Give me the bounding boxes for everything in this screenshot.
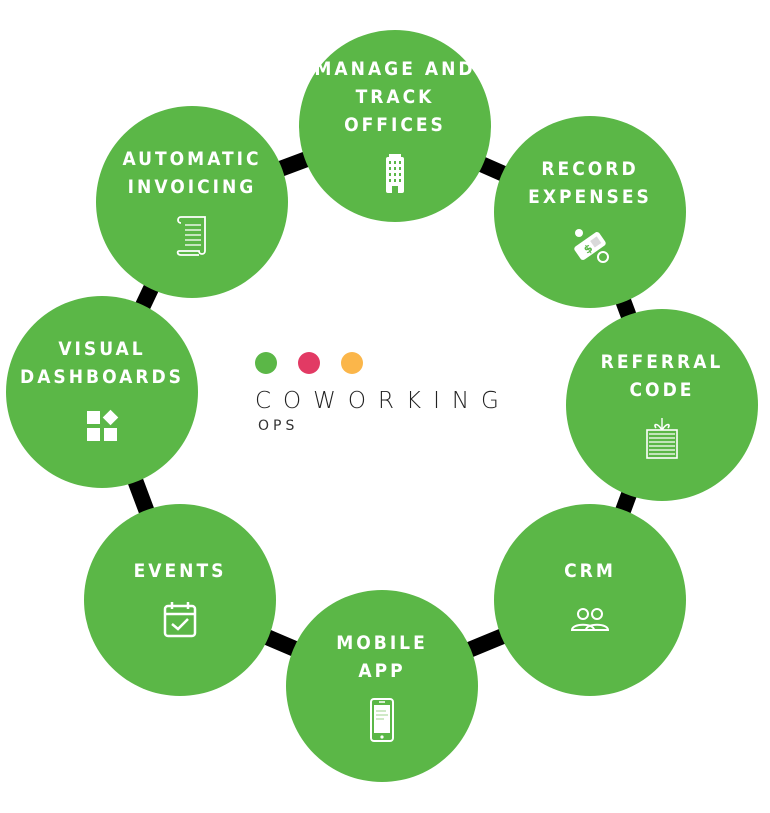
node-label: AUTOMATIC INVOICING <box>122 148 262 198</box>
node-referral-code: REFERRAL CODE <box>566 309 758 501</box>
logo-dots <box>255 352 525 374</box>
node-manage-offices: MANAGE AND TRACK OFFICES <box>299 30 491 222</box>
node-label: MANAGE AND TRACK OFFICES <box>314 58 476 136</box>
node-label: VISUAL DASHBOARDS <box>20 338 184 388</box>
node-label: MOBILE APP <box>336 632 428 682</box>
node-visual-dashboards: VISUAL DASHBOARDS <box>6 296 198 488</box>
node-record-expenses: RECORD EXPENSES $ <box>494 116 686 308</box>
coworking-ops-logo: COWORKING OPS <box>255 352 525 452</box>
office-building-icon <box>372 151 418 197</box>
gift-icon <box>639 416 685 462</box>
users-icon <box>567 597 613 643</box>
node-crm: CRM <box>494 504 686 696</box>
dashboard-tiles-icon <box>79 403 125 449</box>
smartphone-icon <box>359 697 405 743</box>
calendar-check-icon <box>157 597 203 643</box>
logo-subtitle: OPS <box>258 418 299 434</box>
scroll-invoice-icon <box>169 213 215 259</box>
dot-pink <box>298 352 320 374</box>
dot-orange <box>341 352 363 374</box>
money-tag-icon: $ <box>567 223 613 269</box>
node-label: RECORD EXPENSES <box>528 158 652 208</box>
node-label: CRM <box>564 560 616 582</box>
node-label: REFERRAL CODE <box>600 351 724 401</box>
dot-green <box>255 352 277 374</box>
logo-wordmark: COWORKING <box>255 388 511 414</box>
node-mobile-app: MOBILE APP <box>286 590 478 782</box>
node-automatic-invoicing: AUTOMATIC INVOICING <box>96 106 288 298</box>
node-events: EVENTS <box>84 504 276 696</box>
node-label: EVENTS <box>133 560 227 582</box>
